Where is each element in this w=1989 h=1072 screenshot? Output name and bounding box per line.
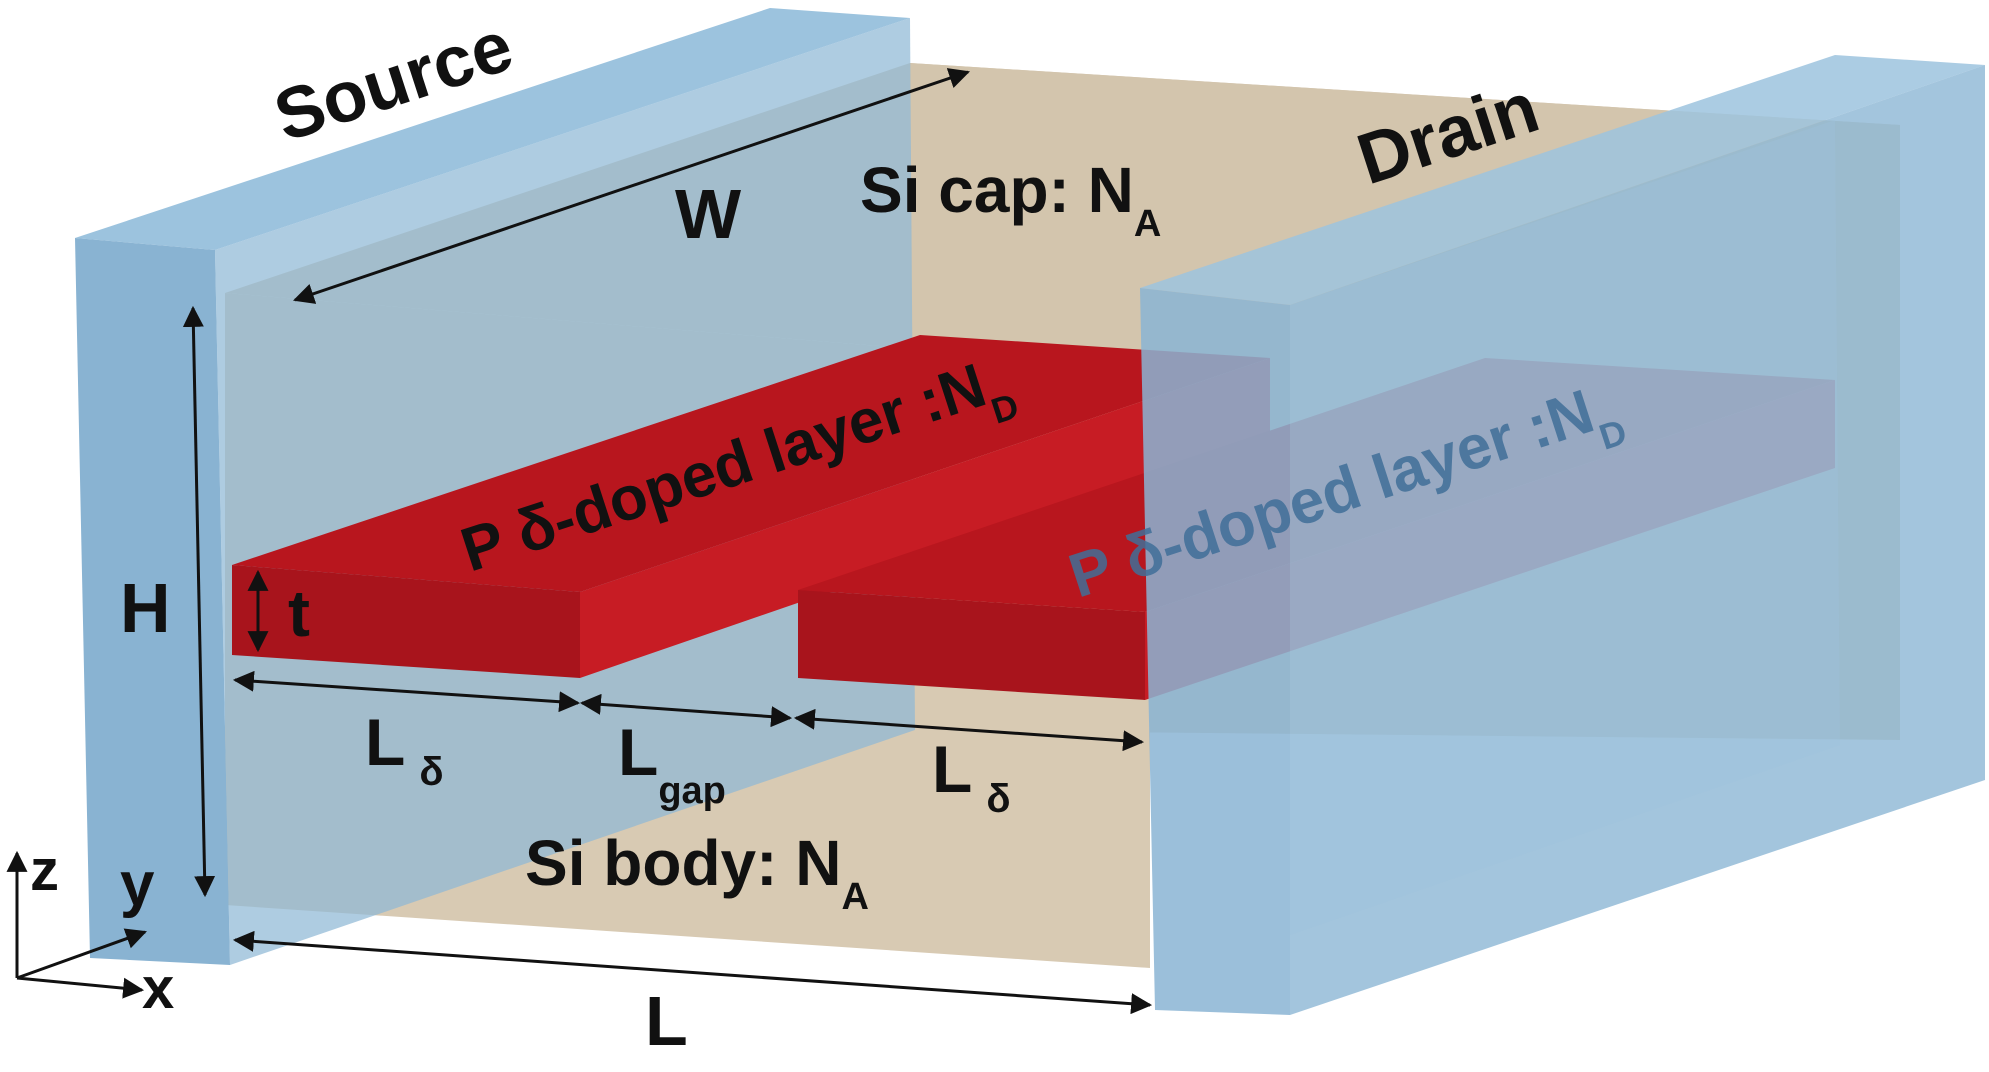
axis-x-label: x xyxy=(142,956,174,1021)
si-body-label: Si body: NA xyxy=(525,827,869,918)
delta-right-front xyxy=(798,590,1145,700)
l-label: L xyxy=(645,982,688,1060)
si-cap-label: Si cap: NA xyxy=(860,154,1161,245)
w-label: W xyxy=(675,175,741,253)
l-gap-label: Lgap xyxy=(618,715,726,812)
drain-top-face xyxy=(1140,55,1985,305)
drain-front-face xyxy=(1140,288,1290,1015)
x-axis-arrow xyxy=(16,976,145,999)
drain-inner-ledge xyxy=(1290,120,1840,935)
l-delta-right-sub: δ xyxy=(986,777,1010,821)
l-gap-arrow xyxy=(579,693,793,728)
delta-left-top xyxy=(232,335,1270,592)
axis-z-label: z xyxy=(30,838,59,903)
l-delta-left-sub: δ xyxy=(419,750,443,794)
l-delta-right-arrow xyxy=(793,708,1145,752)
delta-left-front xyxy=(232,565,580,678)
h-label: H xyxy=(120,569,171,647)
l-arrow xyxy=(232,930,1153,1015)
delta-left-side xyxy=(580,358,1270,678)
drain-electrode xyxy=(1140,55,1985,1015)
y-axis-arrow xyxy=(16,928,147,980)
axis-triad xyxy=(6,850,147,999)
drain-body-face xyxy=(1290,65,1985,1015)
h-arrow xyxy=(182,305,216,898)
dimension-arrows xyxy=(182,68,1153,1015)
si-cap-sub: A xyxy=(1134,203,1161,245)
delta-layer-left xyxy=(232,335,1270,678)
t-label: t xyxy=(288,576,310,650)
si-body-sub: A xyxy=(841,876,868,918)
l-gap-sub: gap xyxy=(658,770,726,812)
axis-y-label: y xyxy=(120,850,155,919)
l-delta-left-arrow xyxy=(232,670,581,713)
w-arrow xyxy=(293,68,970,304)
